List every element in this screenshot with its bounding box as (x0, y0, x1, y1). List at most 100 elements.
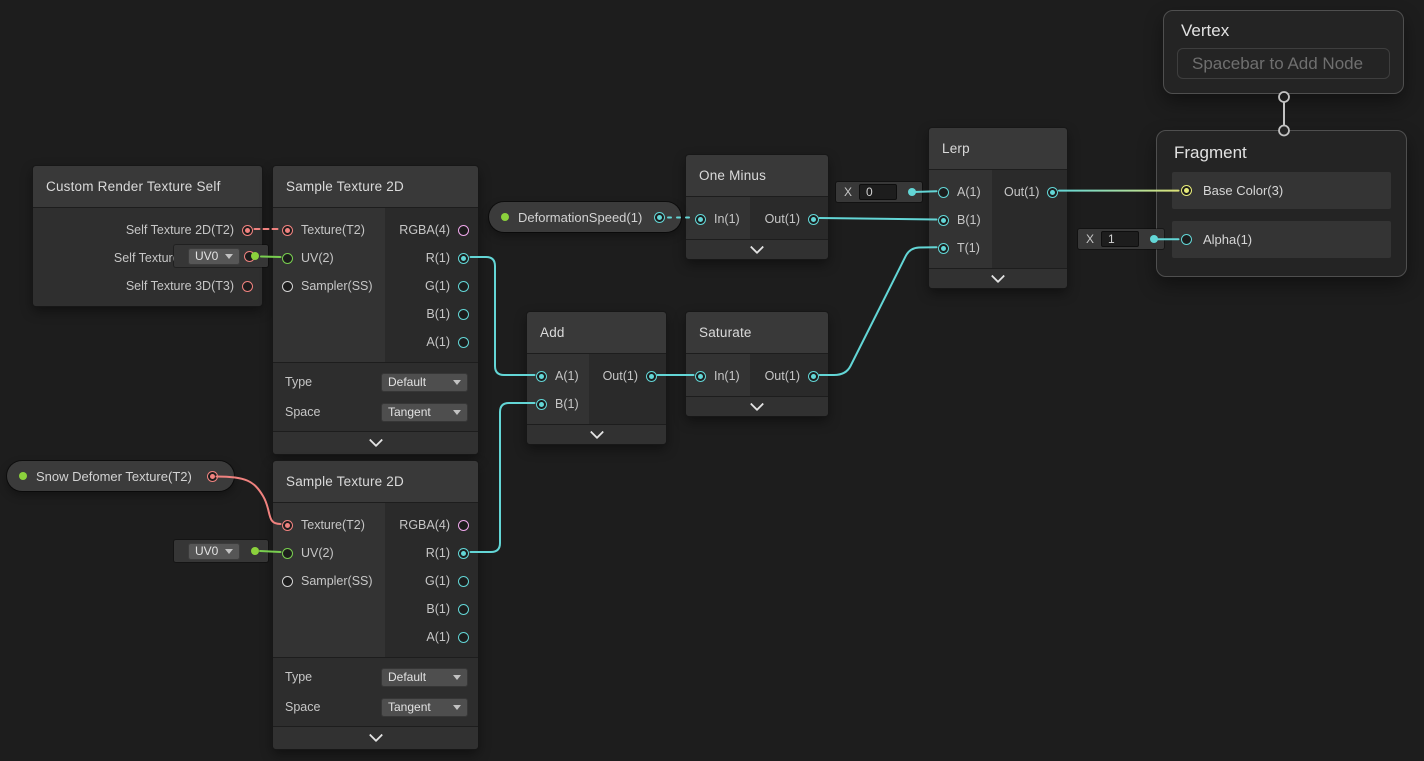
node-custom-render-texture-self[interactable]: Custom Render Texture Self Self Texture … (33, 166, 262, 306)
node-add[interactable]: Add A(1) B(1) Out(1) (527, 312, 666, 444)
port-a-input[interactable] (536, 370, 547, 382)
property-dot-icon (19, 472, 27, 480)
collapse-chevron[interactable] (527, 424, 666, 444)
float-input[interactable]: 1 (1101, 231, 1140, 247)
chevron-down-icon (453, 674, 461, 680)
port-row: Self Texture 2D(T2) (33, 216, 262, 244)
port-label: B(1) (426, 307, 450, 321)
port-b-output[interactable] (458, 603, 469, 615)
type-dropdown[interactable]: Default (381, 372, 468, 392)
port-out[interactable] (1047, 186, 1059, 198)
port-label: Out(1) (764, 369, 800, 383)
port-texture-input[interactable] (282, 519, 293, 531)
dropdown-value: UV0 (195, 249, 219, 263)
port-deformation-speed-output[interactable] (654, 211, 665, 223)
node-one-minus[interactable]: One Minus In(1) Out(1) (686, 155, 828, 259)
edge-saturateOut-to-lerpT[interactable] (818, 246, 938, 376)
port-label: RGBA(4) (399, 518, 450, 532)
port-r-output[interactable] (458, 252, 469, 264)
port-in[interactable] (695, 370, 706, 382)
node-lerp[interactable]: Lerp A(1) B(1) T(1) Out(1) (929, 128, 1068, 288)
port-b-input[interactable] (536, 398, 547, 410)
port-label: Out(1) (602, 369, 638, 383)
setting-label: Type (285, 670, 313, 684)
port-a-output[interactable] (458, 631, 469, 643)
edge-sample1R-to-addA[interactable] (469, 256, 536, 376)
node-sample-texture-2d-2[interactable]: Sample Texture 2D Texture(T2) UV(2) Samp… (273, 461, 478, 749)
node-title: Sample Texture 2D (286, 179, 404, 194)
node-saturate[interactable]: Saturate In(1) Out(1) (686, 312, 828, 416)
setting-label: Space (285, 405, 321, 419)
port-base-color-input[interactable] (1181, 185, 1192, 196)
port-label: Self Texture 2D(T2) (125, 223, 234, 237)
add-node-placeholder[interactable]: Spacebar to Add Node (1177, 48, 1390, 79)
port-uv-input[interactable] (282, 547, 293, 559)
collapse-chevron[interactable] (929, 268, 1067, 288)
property-node-deformation-speed[interactable]: DeformationSpeed(1) (489, 202, 681, 232)
property-label: DeformationSpeed(1) (518, 209, 643, 225)
port-label: R(1) (425, 251, 450, 265)
port-snow-deformer-output[interactable] (207, 470, 218, 482)
port-alpha-input[interactable] (1181, 234, 1192, 245)
port-texture-input[interactable] (282, 224, 293, 236)
value-connector-dot (1150, 235, 1158, 243)
axis-label: X (844, 185, 853, 199)
node-title: Lerp (942, 141, 970, 156)
port-a-output[interactable] (458, 336, 469, 348)
port-label: Alpha(1) (1203, 232, 1253, 247)
collapse-chevron[interactable] (273, 726, 478, 749)
port-uv-input[interactable] (282, 252, 293, 264)
chevron-down-icon (453, 704, 461, 710)
collapse-chevron[interactable] (273, 431, 478, 454)
chevron-down-icon (453, 379, 461, 385)
float-value: 1 (1108, 232, 1115, 246)
edge-oneminusOut-to-lerpB[interactable] (818, 217, 938, 221)
collapse-chevron[interactable] (686, 239, 828, 259)
edge-sample2R-to-addB[interactable] (469, 402, 536, 553)
block-fragment[interactable]: Fragment Base Color(3) Alpha(1) (1156, 130, 1407, 277)
uv-connector-dot (251, 547, 259, 555)
port-r-output[interactable] (458, 547, 469, 559)
chevron-down-icon (368, 433, 383, 448)
port-out[interactable] (808, 370, 819, 382)
port-g-output[interactable] (458, 280, 469, 292)
port-label: UV(2) (301, 546, 334, 560)
node-sample-texture-2d-1[interactable]: Sample Texture 2D Texture(T2) UV(2) Samp… (273, 166, 478, 454)
port-t-input[interactable] (938, 242, 949, 254)
property-node-snow-deformer-texture[interactable]: Snow Defomer Texture(T2) (7, 461, 234, 491)
port-label: R(1) (425, 546, 450, 560)
port-label: T(1) (957, 241, 980, 255)
dropdown-value: Tangent (388, 700, 431, 714)
port-in[interactable] (695, 213, 706, 225)
fragment-row-base-color: Base Color(3) (1172, 172, 1391, 209)
block-vertex[interactable]: Vertex Spacebar to Add Node (1163, 10, 1404, 94)
port-a-input[interactable] (938, 186, 949, 198)
inline-float-x1: X 1 (1078, 229, 1164, 249)
port-out[interactable] (646, 370, 657, 382)
port-rgba-output[interactable] (458, 224, 469, 236)
port-sampler-input[interactable] (282, 280, 293, 292)
float-input[interactable]: 0 (859, 184, 898, 200)
node-title: Custom Render Texture Self (46, 179, 221, 194)
chevron-down-icon (589, 424, 604, 439)
port-label: A(1) (555, 369, 579, 383)
port-out[interactable] (808, 213, 819, 225)
uv-channel-dropdown[interactable]: UV0 (188, 542, 240, 560)
port-label: RGBA(4) (399, 223, 450, 237)
port-sampler-input[interactable] (282, 575, 293, 587)
port-b-input[interactable] (938, 214, 949, 226)
space-dropdown[interactable]: Tangent (381, 402, 468, 422)
block-title: Fragment (1174, 143, 1247, 162)
port-rgba-output[interactable] (458, 519, 469, 531)
port-b-output[interactable] (458, 308, 469, 320)
uv-channel-dropdown[interactable]: UV0 (188, 247, 240, 265)
chevron-down-icon (368, 728, 383, 743)
port-label: A(1) (957, 185, 981, 199)
type-dropdown[interactable]: Default (381, 667, 468, 687)
port-self-texture-2d-output[interactable] (242, 224, 253, 236)
space-dropdown[interactable]: Tangent (381, 697, 468, 717)
port-self-texture-3d-output[interactable] (242, 280, 253, 292)
port-g-output[interactable] (458, 575, 469, 587)
collapse-chevron[interactable] (686, 396, 828, 416)
